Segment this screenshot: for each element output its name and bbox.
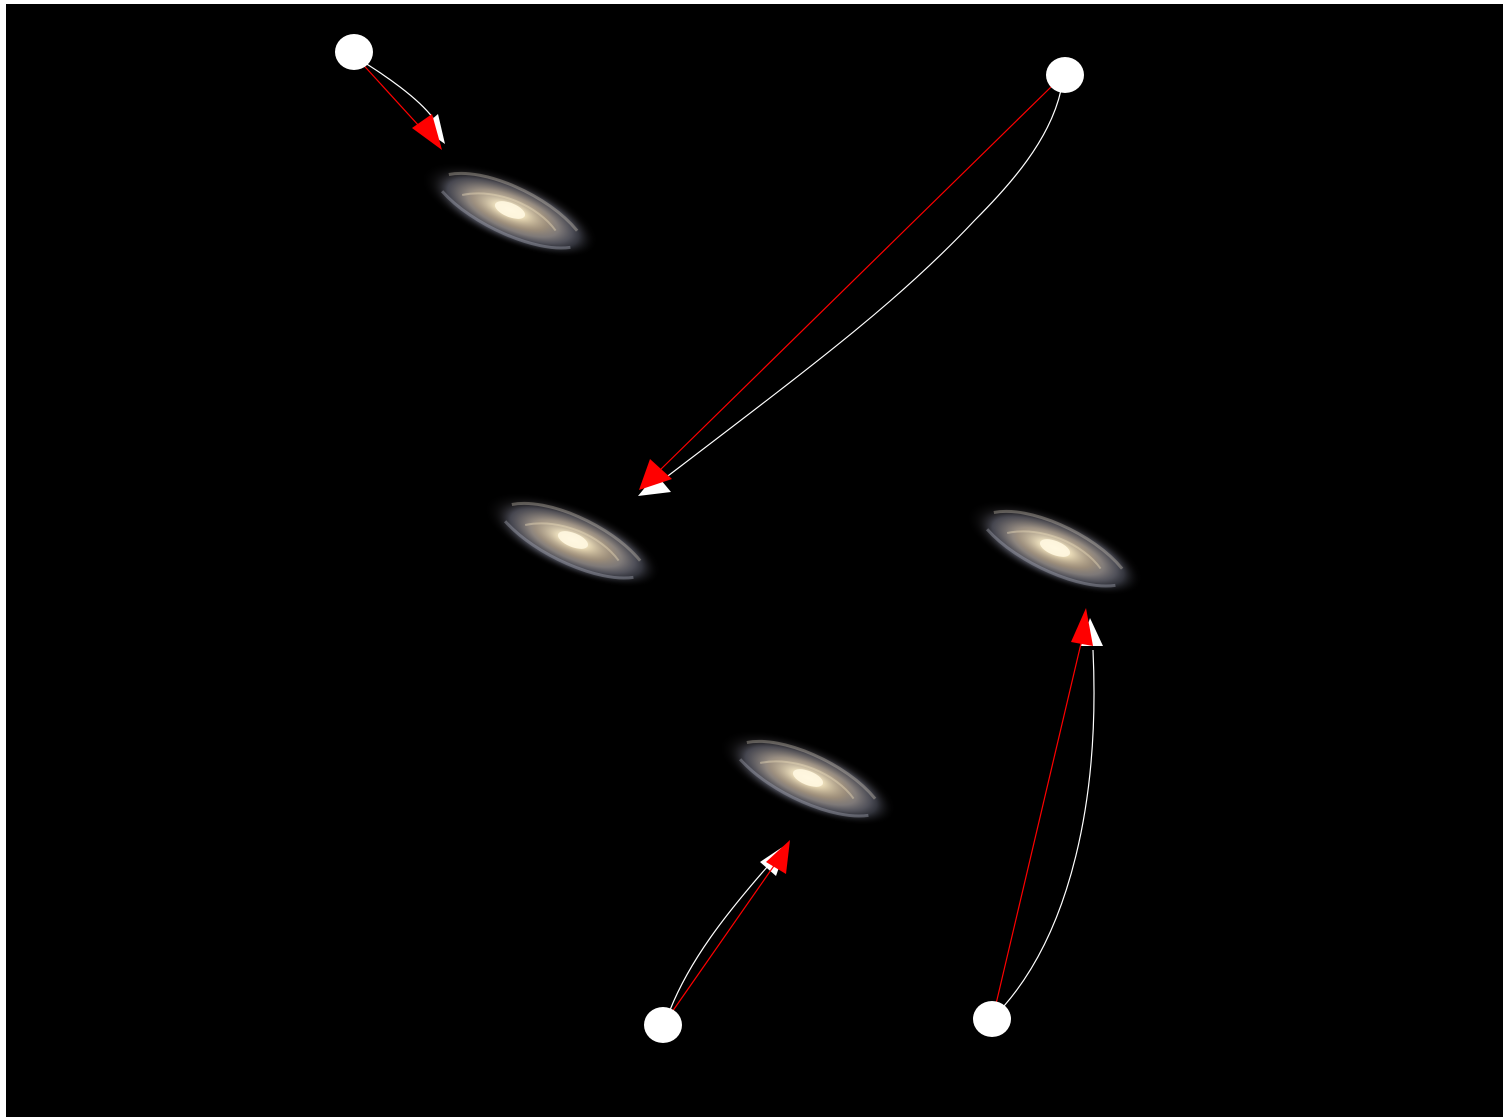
straight-light-path: [995, 634, 1084, 1005]
straight-light-path: [655, 85, 1053, 475]
observer-4: [973, 1001, 1011, 1037]
spiral-galaxy-icon: [705, 709, 911, 847]
curved-light-path: [1003, 649, 1095, 1007]
curved-light-path: [659, 89, 1062, 483]
spiral-galaxy-icon: [952, 479, 1158, 617]
observer-3: [644, 1007, 682, 1043]
light-paths-pair-1: [335, 34, 445, 150]
galaxy-4: [705, 709, 911, 847]
spiral-galaxy-icon: [407, 141, 613, 279]
straight-path-arrowhead: [766, 840, 790, 874]
light-paths-pair-3: [644, 840, 790, 1043]
straight-path-arrowhead: [639, 459, 672, 490]
curved-light-path: [669, 865, 769, 1011]
galaxy-3: [952, 479, 1158, 617]
curved-path-arrowhead: [638, 474, 671, 496]
straight-light-path: [671, 859, 779, 1013]
straight-path-arrowhead: [412, 114, 442, 150]
light-paths-pair-4: [973, 608, 1103, 1037]
curved-light-path: [356, 57, 434, 119]
observer-1: [335, 34, 373, 70]
observer-2: [1046, 57, 1084, 93]
galaxy-1: [407, 141, 613, 279]
straight-path-arrowhead: [1071, 608, 1093, 646]
space-canvas: [6, 4, 1503, 1117]
light-paths-pair-2: [638, 57, 1084, 496]
